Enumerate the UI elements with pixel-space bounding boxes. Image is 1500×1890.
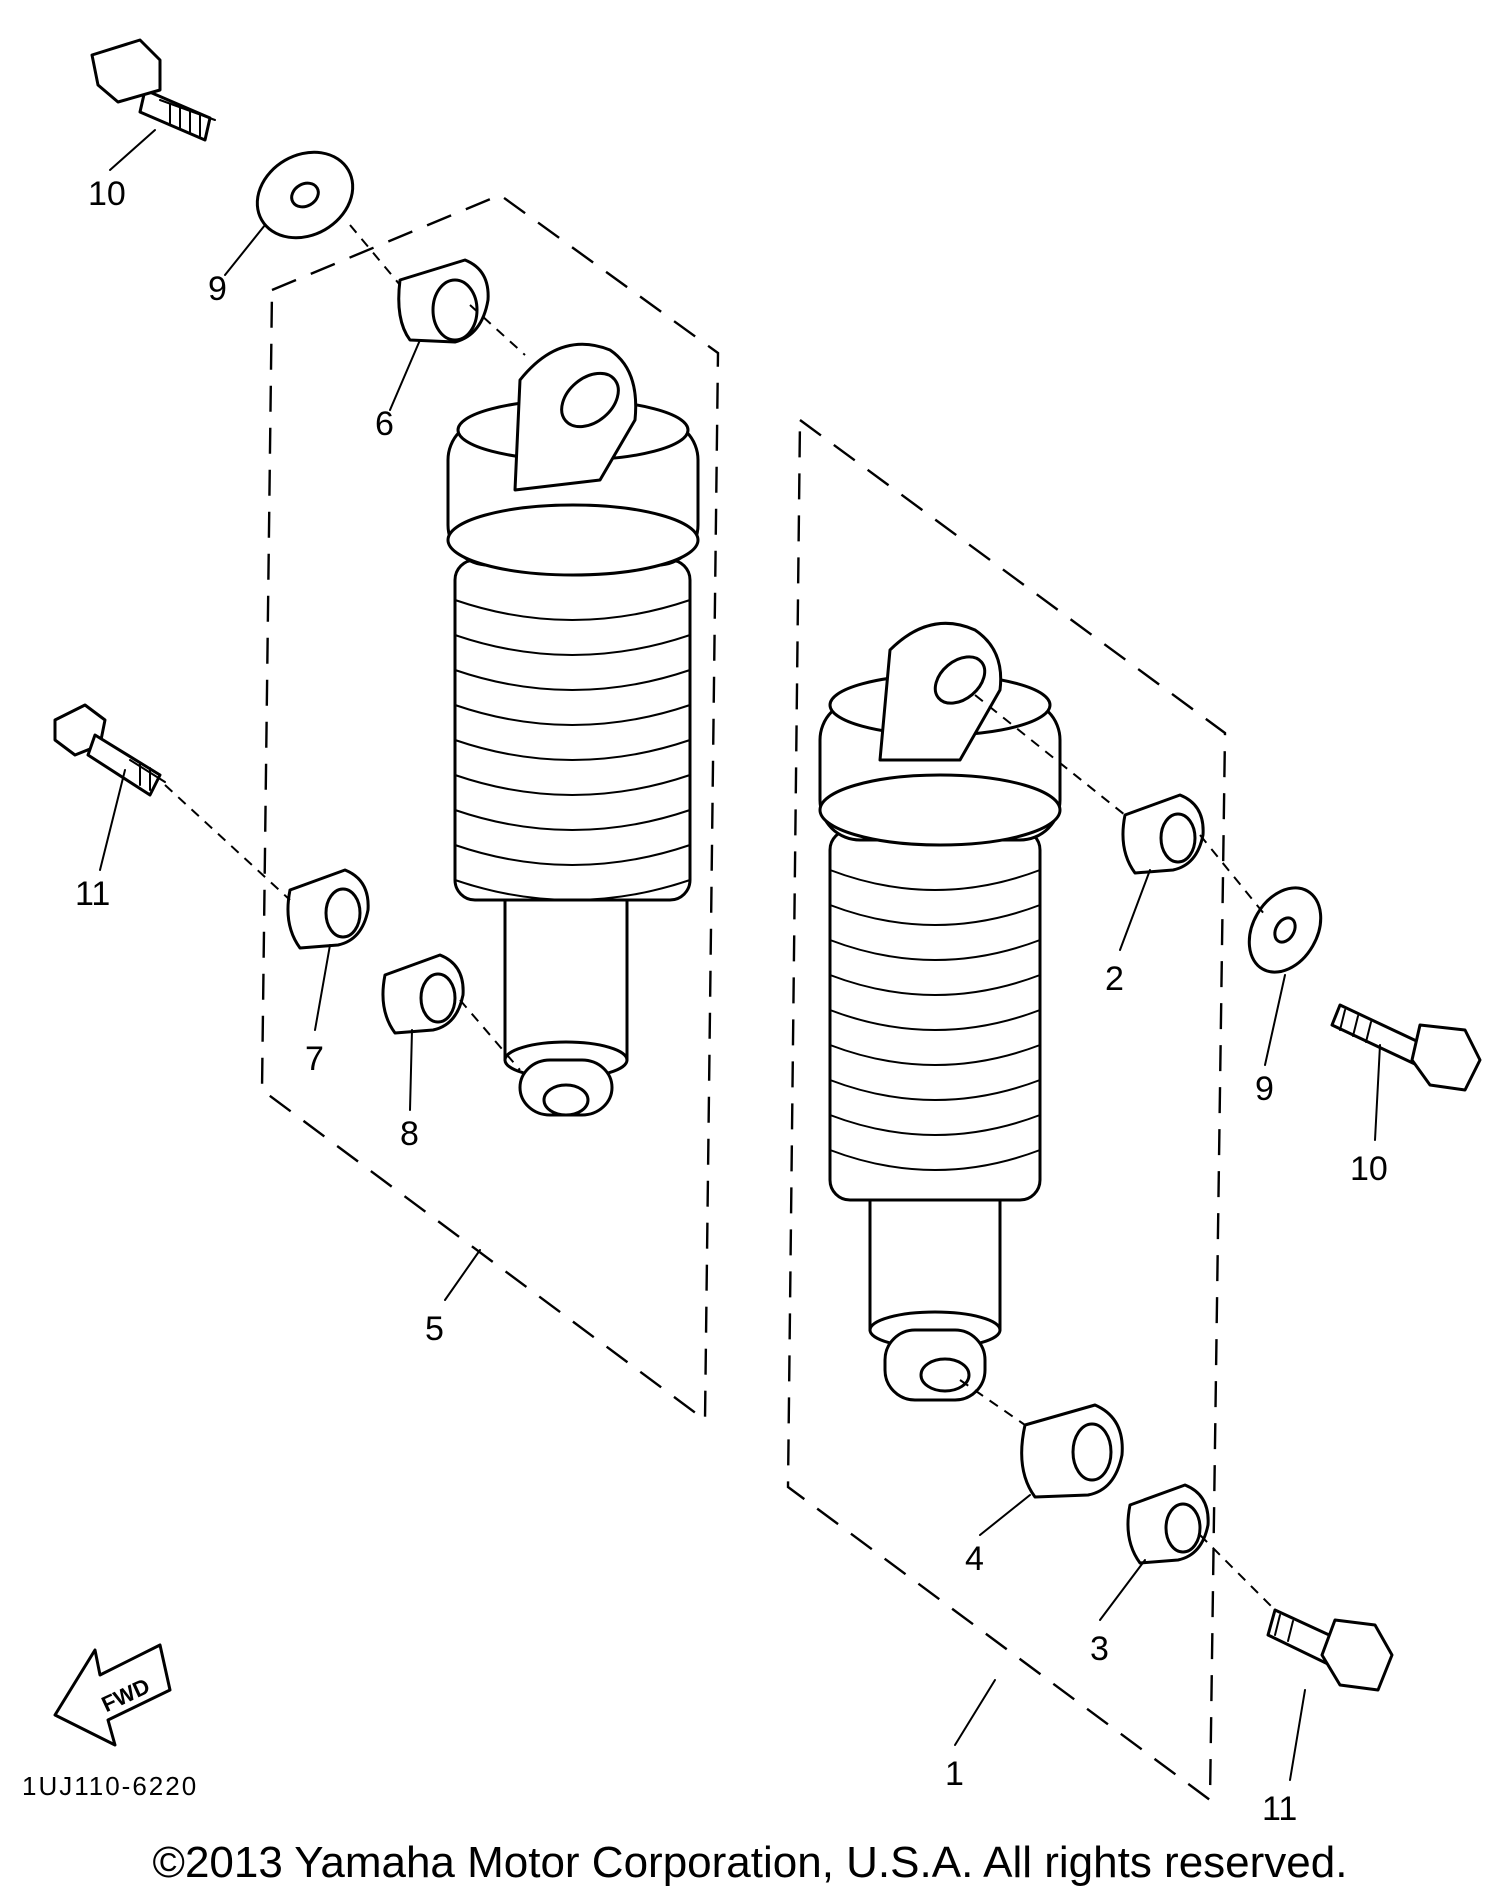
copyright-notice: ©2013 Yamaha Motor Corporation, U.S.A. A… <box>152 1838 1348 1887</box>
shock-absorber-left <box>446 342 700 1117</box>
bolt-10-right <box>1330 1003 1482 1092</box>
washer-9-upper <box>255 150 355 240</box>
washer-9-right <box>1247 886 1323 974</box>
callout-3: 3 <box>1090 1630 1109 1668</box>
collar-8 <box>381 953 465 1035</box>
callout-9-upper: 9 <box>208 270 227 308</box>
callout-2: 2 <box>1105 960 1124 998</box>
callout-4: 4 <box>965 1540 984 1578</box>
callout-8: 8 <box>400 1115 419 1153</box>
spring-coils-left <box>453 558 692 902</box>
assembly-outline-left <box>260 193 720 1423</box>
callout-10-right: 10 <box>1350 1150 1388 1188</box>
collar-2 <box>1121 793 1205 875</box>
callout-10-upper: 10 <box>88 175 126 213</box>
callout-11-left: 11 <box>75 875 110 913</box>
callout-9-right: 9 <box>1255 1070 1274 1108</box>
part-code: 1UJ110-6220 <box>22 1771 198 1801</box>
callout-6: 6 <box>375 405 394 443</box>
collar-3 <box>1126 1483 1210 1565</box>
fwd-arrow-icon: FWD <box>53 1643 172 1747</box>
callout-7: 7 <box>305 1040 324 1078</box>
assembly-outline-right <box>786 417 1227 1803</box>
shock-absorber-right <box>818 621 1062 1402</box>
collar-4 <box>1020 1403 1124 1499</box>
callout-1: 1 <box>945 1755 964 1793</box>
bolt-10-upper-left <box>90 38 216 142</box>
bolt-11-left <box>53 703 166 797</box>
collar-7 <box>286 868 370 950</box>
callout-5: 5 <box>425 1310 444 1348</box>
spring-coils-right <box>828 828 1042 1202</box>
collar-6 <box>397 258 490 344</box>
bolt-11-right <box>1266 1608 1394 1692</box>
callout-11-right: 11 <box>1262 1790 1297 1828</box>
